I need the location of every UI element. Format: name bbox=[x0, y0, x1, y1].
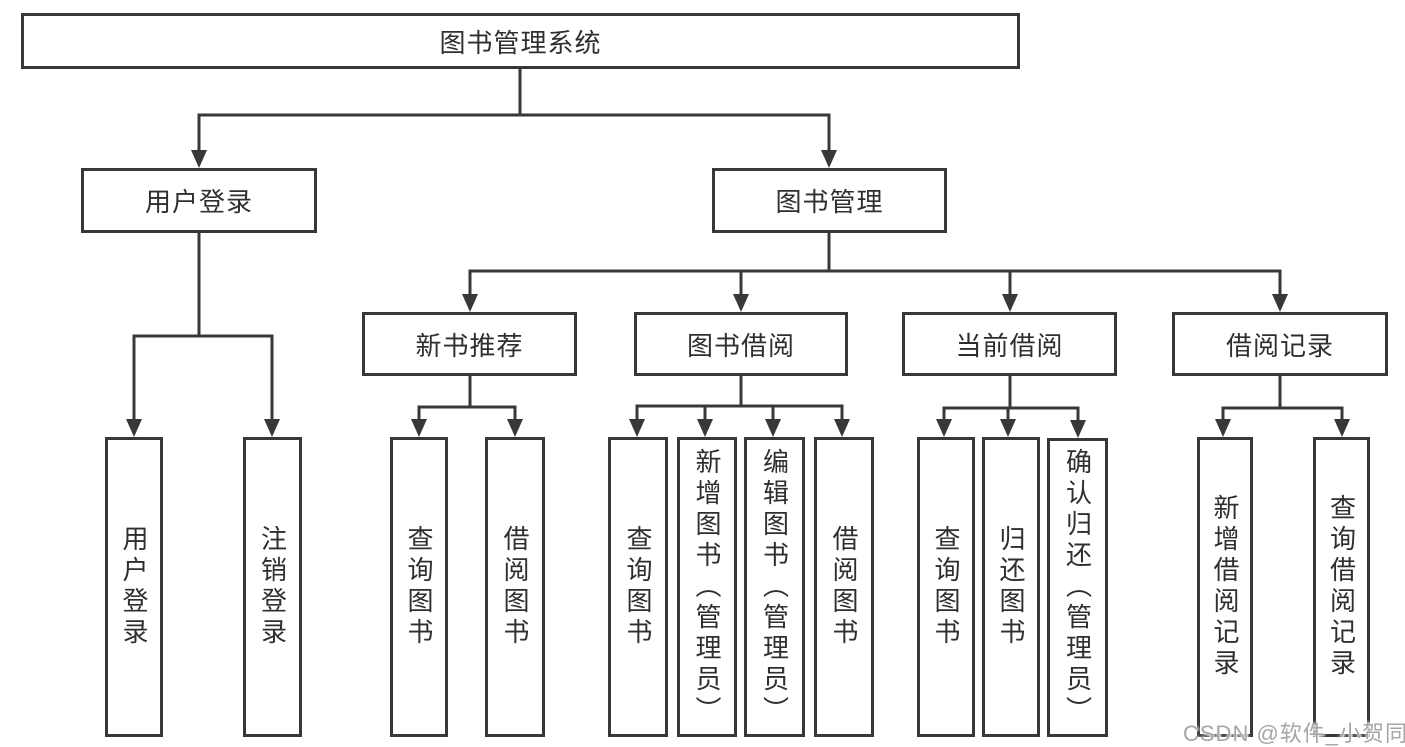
node-label: 注销登录 bbox=[257, 525, 288, 649]
node-user-login: 用户登录 bbox=[81, 168, 317, 233]
node-label: 查询图书 bbox=[404, 525, 434, 649]
node-label: 借阅图书 bbox=[829, 525, 859, 649]
node-label: 新增图书（管理员） bbox=[692, 447, 722, 727]
connector-current-borrow-branch bbox=[936, 374, 1086, 438]
node-confirm-return-admin: 确认归还（管理员） bbox=[1047, 438, 1108, 737]
node-edit-book-admin: 编辑图书（管理员） bbox=[744, 437, 805, 737]
node-label: 用户登录 bbox=[119, 525, 149, 649]
node-new-book-recommend: 新书推荐 bbox=[362, 312, 577, 376]
node-label: 新增借阅记录 bbox=[1210, 494, 1240, 680]
node-logout: 注销登录 bbox=[243, 437, 302, 737]
node-borrow-record: 借阅记录 bbox=[1172, 312, 1388, 376]
node-user-login-leaf: 用户登录 bbox=[105, 437, 163, 737]
node-query-book-recommend: 查询图书 bbox=[390, 437, 448, 737]
node-label: 归还图书 bbox=[996, 525, 1026, 649]
node-borrow-book: 借阅图书 bbox=[814, 437, 874, 737]
node-current-borrow: 当前借阅 bbox=[902, 312, 1117, 376]
node-add-borrow-record: 新增借阅记录 bbox=[1197, 437, 1253, 737]
node-query-book-borrow: 查询图书 bbox=[608, 437, 668, 737]
node-query-borrow-record: 查询借阅记录 bbox=[1313, 437, 1370, 737]
node-add-book-admin: 新增图书（管理员） bbox=[677, 437, 737, 737]
csdn-watermark: CSDN @软件_小贺同学 bbox=[1183, 721, 1405, 746]
node-root-system: 图书管理系统 bbox=[21, 13, 1020, 69]
node-label: 查询图书 bbox=[931, 525, 961, 649]
node-label: 编辑图书（管理员） bbox=[759, 447, 790, 727]
node-return-book: 归还图书 bbox=[982, 437, 1040, 737]
connector-root-to-level2 bbox=[191, 67, 837, 168]
connector-book-management-branch bbox=[462, 231, 1288, 312]
connector-user-login-branch bbox=[126, 231, 280, 437]
connector-borrow-record-branch bbox=[1215, 374, 1350, 437]
node-label: 查询图书 bbox=[623, 525, 653, 649]
node-label: 确认归还（管理员） bbox=[1062, 448, 1093, 727]
connector-new-book-recommend-branch bbox=[411, 374, 523, 437]
node-borrow-book-recommend: 借阅图书 bbox=[485, 437, 545, 737]
node-query-book-current: 查询图书 bbox=[917, 437, 975, 737]
node-book-management: 图书管理 bbox=[712, 168, 947, 233]
node-label: 借阅图书 bbox=[500, 525, 530, 649]
connector-book-borrow-branch bbox=[629, 374, 850, 437]
node-label: 查询借阅记录 bbox=[1326, 494, 1357, 680]
node-book-borrow: 图书借阅 bbox=[634, 312, 848, 376]
